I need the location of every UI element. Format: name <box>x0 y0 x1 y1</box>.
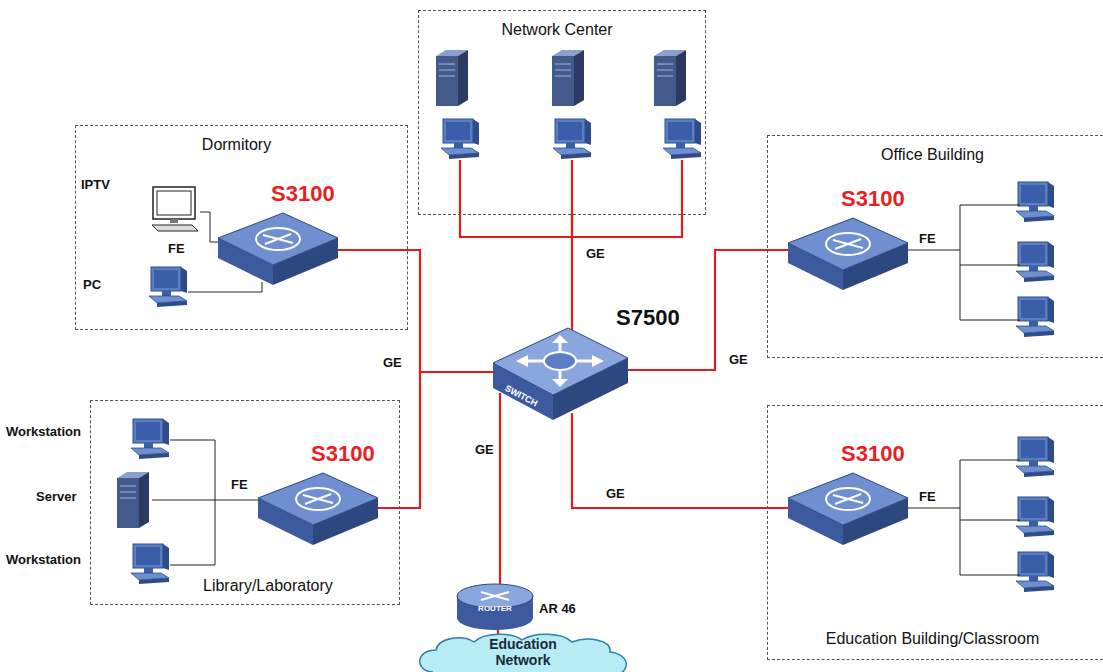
device-name: S3100 <box>311 441 375 466</box>
gigabit-link <box>572 413 791 508</box>
access-switch: S3100 <box>783 186 915 300</box>
port-label: PC <box>82 278 102 293</box>
gigabit-link <box>375 372 496 508</box>
zone-title: Library/Laboratory <box>203 577 333 595</box>
device-name: S3100 <box>841 441 905 466</box>
core-switch-icon <box>488 323 633 425</box>
router: AR 46 ROUTER <box>455 560 585 635</box>
link-label: GE <box>382 356 403 371</box>
link-label: GE <box>728 353 749 368</box>
access-switch: S3100 <box>253 441 385 555</box>
zone-title: Education Building/Classroom <box>768 630 1097 648</box>
device-name: ROUTER <box>455 604 535 613</box>
port-label: FE <box>230 478 249 493</box>
zone-title: Network Center <box>419 21 695 39</box>
gigabit-link <box>335 250 496 372</box>
switch-icon <box>783 463 913 553</box>
zone-region: Library/Laboratory S3100 <box>90 400 400 605</box>
port-label: Workstation <box>5 553 82 568</box>
link-label: GE <box>605 487 626 502</box>
access-switch: S3100 <box>783 441 915 555</box>
core-switch: S7500SWITCH <box>488 305 703 427</box>
port-label: FE <box>167 242 186 257</box>
port-label: FE <box>918 232 937 247</box>
zone-region: DormitoryS3100 <box>75 125 408 330</box>
zone-region: Education Building/Classroom S3100 <box>767 405 1103 660</box>
switch-icon <box>213 203 343 293</box>
link-label: GE <box>585 247 606 262</box>
port-label: Workstation <box>5 425 82 440</box>
zone-title: Office Building <box>768 146 1097 164</box>
device-name: AR 46 <box>539 602 576 617</box>
zone-title: Dormitory <box>76 136 397 154</box>
port-label: FE <box>918 490 937 505</box>
zone-region: Network Center <box>418 10 706 215</box>
access-switch: S3100 <box>213 181 345 295</box>
device-name: S7500 <box>616 305 680 330</box>
gigabit-link <box>499 393 501 590</box>
device-name: S3100 <box>841 186 905 211</box>
link-label: GE <box>474 443 495 458</box>
port-label: IPTV <box>80 178 111 193</box>
device-name: Education Network <box>463 636 583 668</box>
network-cloud: Education Network <box>412 632 634 672</box>
switch-icon <box>253 463 383 553</box>
gigabit-link <box>571 215 573 331</box>
port-label: Server <box>35 490 77 505</box>
switch-icon <box>783 208 913 298</box>
device-name: S3100 <box>271 181 335 206</box>
